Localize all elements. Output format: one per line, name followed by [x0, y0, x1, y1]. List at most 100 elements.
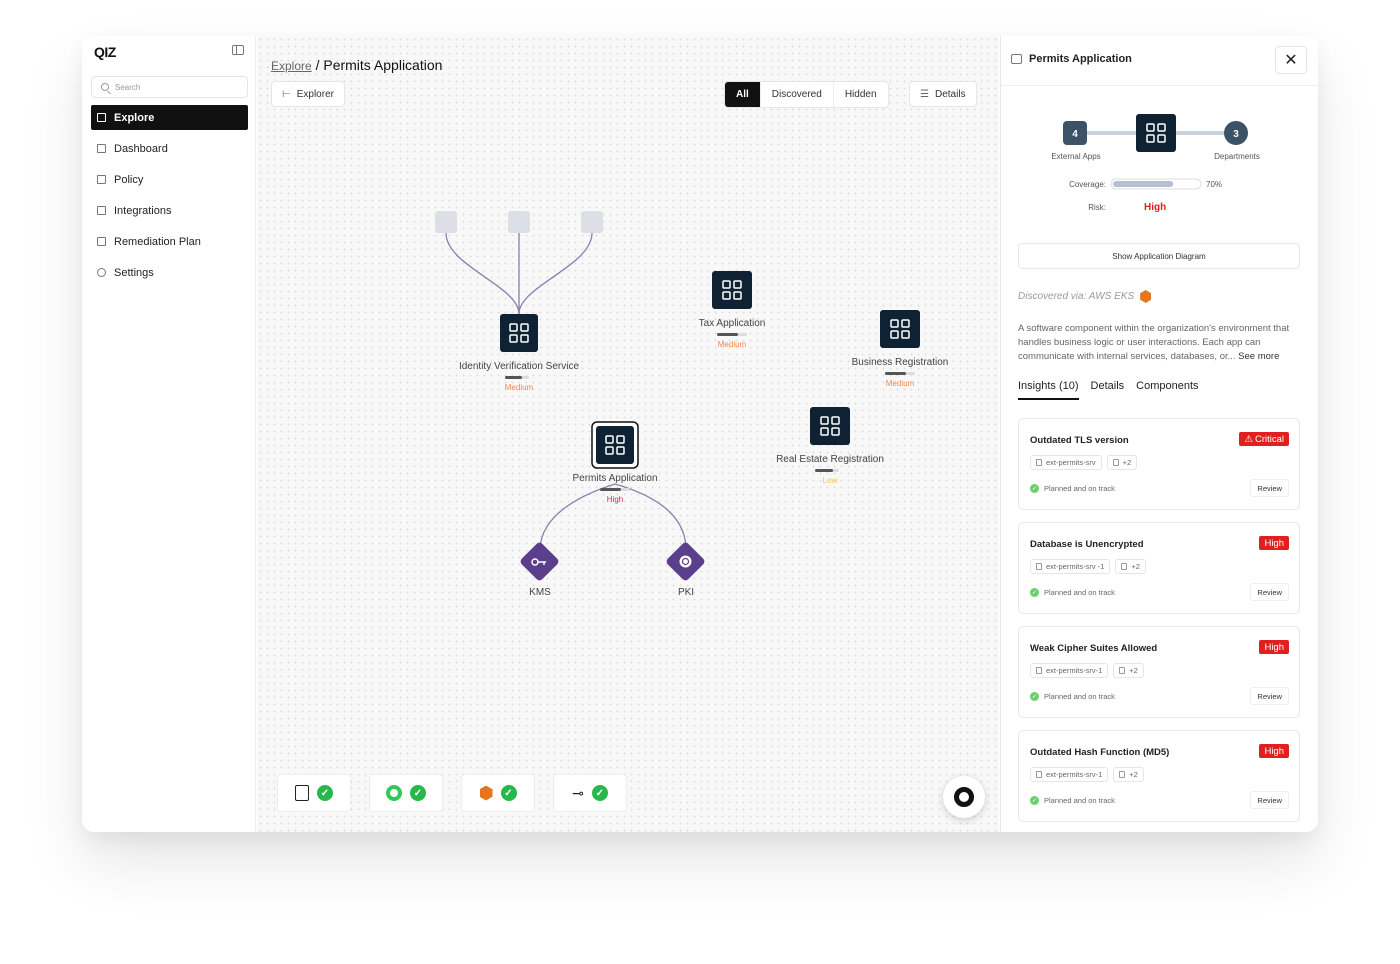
- more-tags[interactable]: +2: [1106, 455, 1138, 470]
- more-tags[interactable]: +2: [1115, 559, 1146, 574]
- tag-label: ext-permits-srv-1: [1046, 666, 1103, 675]
- resource-tag[interactable]: ext-permits-srv-1: [1030, 663, 1109, 678]
- key-icon: [531, 558, 546, 566]
- grid-icon: [97, 206, 106, 215]
- integration-status-bar: ✓ ✓ ✓ ⊸ ✓: [277, 774, 627, 812]
- tab-details[interactable]: Details: [1090, 380, 1125, 392]
- node-pki[interactable]: PKI: [665, 541, 706, 598]
- sidebar-item-settings[interactable]: Settings: [91, 260, 248, 285]
- review-button[interactable]: Review: [1250, 479, 1289, 497]
- insight-card[interactable]: Outdated Hash Function (MD5) High ext-pe…: [1018, 730, 1300, 822]
- review-button[interactable]: Review: [1250, 583, 1289, 601]
- insight-status: ✓Planned and on track: [1030, 588, 1115, 597]
- coverage-label: Coverage:: [1069, 180, 1106, 189]
- insight-title: Weak Cipher Suites Allowed: [1030, 643, 1158, 654]
- insight-card[interactable]: Database is Unencrypted High ext-permits…: [1018, 522, 1300, 614]
- resource-tag[interactable]: ext-permits-srv: [1030, 455, 1102, 470]
- sidebar-item-integrations[interactable]: Integrations: [91, 198, 248, 223]
- status-text: Planned and on track: [1044, 796, 1115, 805]
- node-label: Business Registration: [852, 357, 949, 368]
- resource-tag[interactable]: ext-permits-srv-1: [1030, 767, 1109, 782]
- tag-label: ext-permits-srv -1: [1046, 562, 1105, 571]
- show-diagram-button[interactable]: Show Application Diagram: [1018, 243, 1300, 269]
- sidebar-item-explore[interactable]: Explore: [91, 105, 248, 130]
- insight-card[interactable]: Weak Cipher Suites Allowed High ext-perm…: [1018, 626, 1300, 718]
- tab-components[interactable]: Components: [1136, 380, 1199, 392]
- explorer-button-label: Explorer: [296, 88, 334, 100]
- insight-tags: ext-permits-srv -1 +2: [1030, 559, 1146, 574]
- document-icon: [1121, 563, 1128, 570]
- external-apps-badge[interactable]: [1063, 121, 1087, 145]
- assistant-button[interactable]: [943, 776, 985, 818]
- gear-icon: [97, 268, 106, 277]
- review-button[interactable]: Review: [1250, 791, 1289, 809]
- filter-all[interactable]: All: [725, 82, 761, 107]
- edge: [539, 483, 616, 549]
- node-label: Tax Application: [699, 318, 766, 329]
- grid-icon: [509, 323, 529, 343]
- sidebar-item-dashboard[interactable]: Dashboard: [91, 136, 248, 161]
- plug-icon: ⊸: [572, 784, 584, 801]
- placeholder-node[interactable]: [508, 211, 530, 233]
- aws-icon: [479, 785, 493, 801]
- placeholder-node[interactable]: [581, 211, 603, 233]
- node-risk-bar-fill: [885, 372, 906, 375]
- graph-canvas[interactable]: Explore / Permits Application ⊢ Explorer…: [257, 36, 999, 832]
- warning-icon: ⚠: [1244, 433, 1253, 445]
- integration-green-ring[interactable]: ✓: [369, 774, 443, 812]
- edge: [445, 232, 520, 315]
- app-relations-summary: 4 External Apps 3 Departments Coverage: …: [1051, 114, 1260, 213]
- breadcrumb: Explore / Permits Application: [271, 57, 442, 73]
- grid-icon: [722, 280, 742, 300]
- document-icon: [1112, 459, 1119, 466]
- app-logo[interactable]: QIZ: [94, 44, 116, 60]
- app-window: QIZ Search Explore Dashboard Policy Inte…: [82, 36, 1318, 832]
- sidebar-item-label: Settings: [114, 266, 154, 279]
- filter-discovered[interactable]: Discovered: [761, 82, 834, 107]
- document-icon: [97, 175, 106, 184]
- node-identity-verification[interactable]: Identity Verification Service Medium: [459, 314, 579, 392]
- more-tags[interactable]: +2: [1113, 663, 1144, 678]
- node-kms[interactable]: KMS: [519, 541, 560, 598]
- integration-qiz[interactable]: ✓: [277, 774, 351, 812]
- review-button[interactable]: Review: [1250, 687, 1289, 705]
- placeholder-node[interactable]: [435, 211, 457, 233]
- departments-badge[interactable]: [1224, 121, 1248, 145]
- insight-card[interactable]: Outdated TLS version ⚠Critical ext-permi…: [1018, 418, 1300, 510]
- discovered-via: Discovered via: AWS EKS: [1018, 290, 1152, 303]
- severity-badge: High: [1259, 640, 1289, 654]
- dependency-graph: Identity Verification Service Medium Tax…: [435, 211, 949, 598]
- see-more-link[interactable]: See more: [1235, 351, 1280, 362]
- status-text: Planned and on track: [1044, 484, 1115, 493]
- filter-hidden[interactable]: Hidden: [844, 89, 877, 100]
- tag-label: +2: [1129, 666, 1138, 675]
- node-real-estate-registration[interactable]: Real Estate Registration Low: [776, 407, 884, 485]
- tab-insights[interactable]: Insights (10): [1018, 380, 1079, 400]
- resource-tag[interactable]: ext-permits-srv -1: [1030, 559, 1111, 574]
- status-text: Planned and on track: [1044, 692, 1115, 701]
- breadcrumb-explore-link[interactable]: Explore: [271, 59, 312, 73]
- sidebar-item-policy[interactable]: Policy: [91, 167, 248, 192]
- more-tags[interactable]: +2: [1113, 767, 1144, 782]
- sidebar-toggle-icon[interactable]: [232, 45, 244, 55]
- details-button[interactable]: ☰ Details: [909, 81, 977, 107]
- node-business-registration[interactable]: Business Registration Medium: [852, 310, 949, 388]
- close-button[interactable]: ✕: [1275, 46, 1307, 74]
- insight-title: Database is Unencrypted: [1030, 539, 1144, 550]
- sidebar-item-remediation-plan[interactable]: Remediation Plan: [91, 229, 248, 254]
- integration-plug[interactable]: ⊸ ✓: [553, 774, 627, 812]
- search-input[interactable]: Search: [91, 76, 248, 98]
- list-icon: ☰: [920, 88, 929, 100]
- integration-aws[interactable]: ✓: [461, 774, 535, 812]
- node-permits-application[interactable]: Permits Application High: [572, 421, 658, 504]
- explorer-button[interactable]: ⊢ Explorer: [271, 81, 345, 107]
- panel-icon: [1011, 54, 1022, 64]
- insight-title: Outdated Hash Function (MD5): [1030, 747, 1170, 758]
- node-tax-application[interactable]: Tax Application Medium: [699, 271, 766, 349]
- node-risk-bar-fill: [600, 488, 621, 491]
- tag-label: +2: [1129, 770, 1138, 779]
- node-risk: Medium: [886, 379, 915, 388]
- qiz-doc-icon: [295, 785, 309, 801]
- details-panel: Permits Application ✕ 4 External Apps 3 …: [1000, 36, 1318, 832]
- breadcrumb-separator: /: [311, 57, 324, 73]
